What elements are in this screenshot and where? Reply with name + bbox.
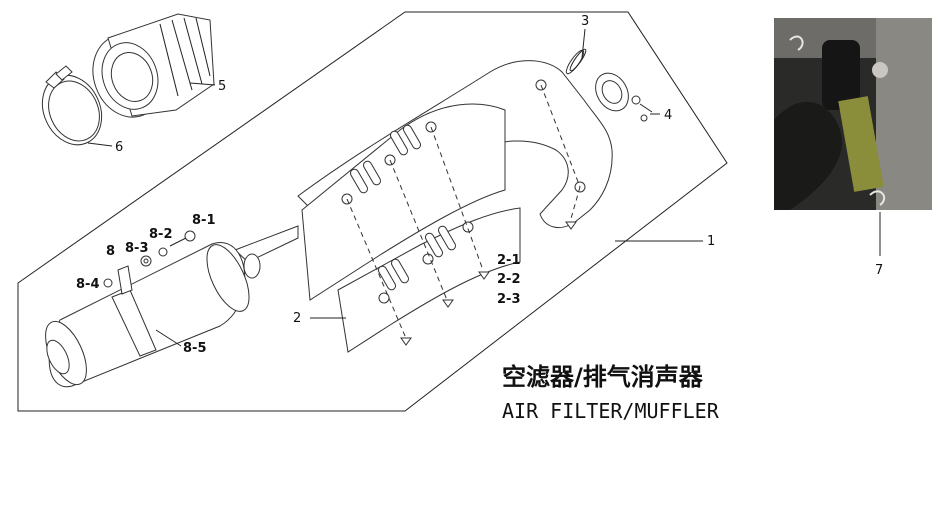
label-part-8-3: 8-3 — [125, 241, 149, 256]
label-part-8-4: 8-4 — [76, 277, 100, 292]
heat-shield-slots — [350, 124, 456, 291]
label-part-7: 7 — [875, 263, 883, 278]
label-part-8-5: 8-5 — [183, 341, 207, 356]
heat-shield-part — [301, 79, 586, 353]
label-part-8-1: 8-1 — [192, 213, 216, 228]
label-part-2-2: 2-2 — [497, 272, 521, 287]
muffler-fasteners — [103, 230, 196, 288]
heat-shield-screws — [400, 221, 577, 346]
gasket-part — [565, 48, 587, 75]
label-part-2-1: 2-1 — [497, 253, 521, 268]
muffler-part — [45, 242, 261, 388]
part-labels: 3 4 5 6 1 2 7 2-1 2-2 2-3 8-1 8-2 8-3 8 … — [76, 14, 883, 356]
leader-lines — [87, 28, 881, 347]
label-part-8: 8 — [106, 244, 115, 259]
label-part-1: 1 — [707, 234, 715, 249]
label-part-6: 6 — [115, 140, 123, 155]
bolt-part — [631, 95, 653, 122]
diagram-title-chinese: 空滤器/排气消声器 — [502, 363, 704, 391]
label-part-8-2: 8-2 — [149, 227, 173, 242]
assembly-frame — [17, 11, 728, 412]
air-filter-part — [92, 13, 215, 118]
label-part-4: 4 — [664, 108, 672, 123]
label-part-5: 5 — [218, 79, 226, 94]
breather-hose-photo — [774, 18, 932, 210]
hose-clamp-part — [41, 65, 103, 146]
label-part-3: 3 — [581, 14, 589, 29]
diagram-title-english: AIR FILTER/MUFFLER — [502, 399, 720, 423]
fastener-guide-lines — [346, 84, 581, 337]
label-part-2-3: 2-3 — [497, 292, 521, 307]
label-part-2: 2 — [293, 311, 301, 326]
